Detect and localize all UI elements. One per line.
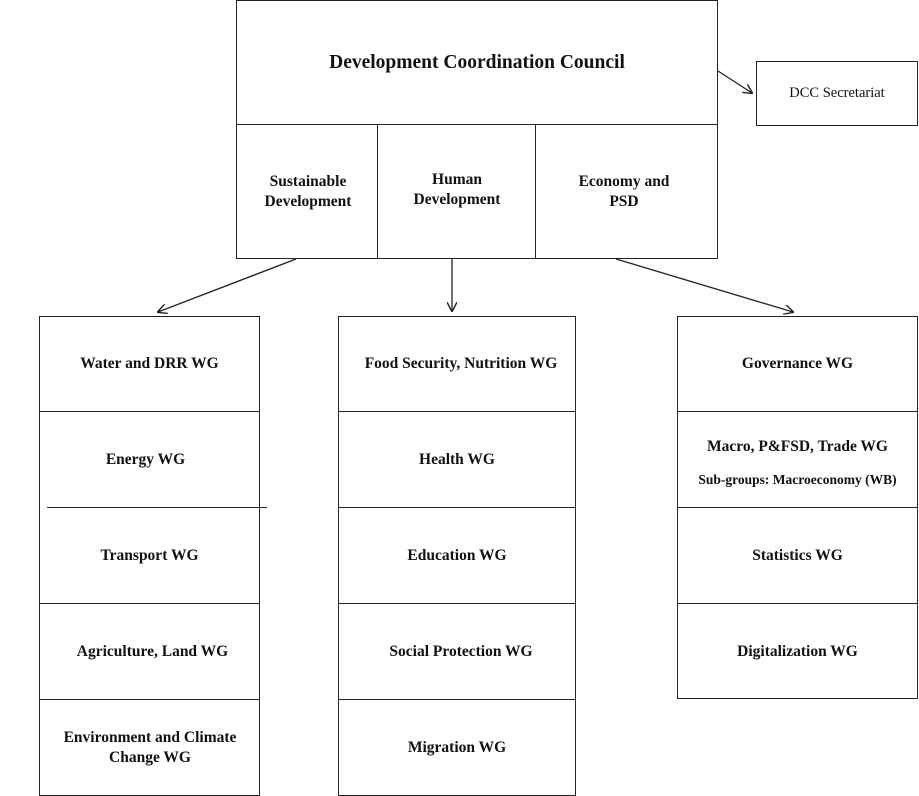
human-divider — [338, 603, 576, 604]
wg-energy: Energy WG — [105, 450, 186, 468]
arrow-to-sustainable-column — [158, 258, 297, 312]
economy-divider — [677, 603, 918, 604]
council-title: Development Coordination Council — [329, 51, 625, 73]
wg-agriculture-land: Agriculture, Land WG — [76, 642, 229, 660]
sustainable-wg-column — [39, 316, 260, 796]
human-divider — [338, 411, 576, 412]
wg-migration: Migration WG — [407, 738, 507, 756]
pillar-human-development: Human Development — [413, 170, 501, 208]
wg-social-protection: Social Protection WG — [389, 642, 533, 660]
council-divider — [236, 124, 718, 125]
wg-health: Health WG — [419, 450, 495, 468]
wg-statistics: Statistics WG — [752, 546, 843, 564]
wg-macro-trade-label: Macro, P&FSD, Trade WG — [707, 438, 888, 456]
human-wg-column — [338, 316, 576, 796]
sustainable-divider — [39, 699, 260, 700]
wg-digitalization: Digitalization WG — [737, 642, 858, 660]
arrow-council-to-secretariat — [717, 70, 752, 93]
economy-divider — [677, 507, 918, 508]
wg-governance: Governance WG — [741, 354, 854, 372]
pillar-economy-psd: Economy and PSD — [578, 172, 670, 210]
wg-food-security-nutrition: Food Security, Nutrition WG — [364, 354, 558, 372]
wg-water-drr: Water and DRR WG — [80, 354, 219, 372]
wg-macro-subgroups: Sub-groups: Macroeconomy (WB) — [698, 472, 897, 488]
pillar-sustainable-development: Sustainable Development — [264, 172, 352, 210]
wg-education: Education WG — [407, 546, 507, 564]
pillar-divider-1 — [377, 124, 378, 259]
sustainable-divider — [39, 411, 260, 412]
council-box — [236, 0, 718, 259]
human-divider — [338, 507, 576, 508]
arrow-to-economy-column — [615, 258, 793, 312]
secretariat-label: DCC Secretariat — [789, 85, 885, 102]
secretariat-box — [756, 61, 918, 126]
pillar-divider-2 — [535, 124, 536, 259]
wg-transport: Transport WG — [100, 546, 199, 564]
human-divider — [338, 699, 576, 700]
wg-environment-climate: Environment and Climate Change WG — [63, 728, 237, 766]
sustainable-divider — [39, 603, 260, 604]
wg-macro-trade: Macro, P&FSD, Trade WG Sub-groups: Macro… — [677, 412, 918, 508]
economy-divider — [677, 411, 918, 412]
sustainable-divider — [47, 507, 267, 508]
